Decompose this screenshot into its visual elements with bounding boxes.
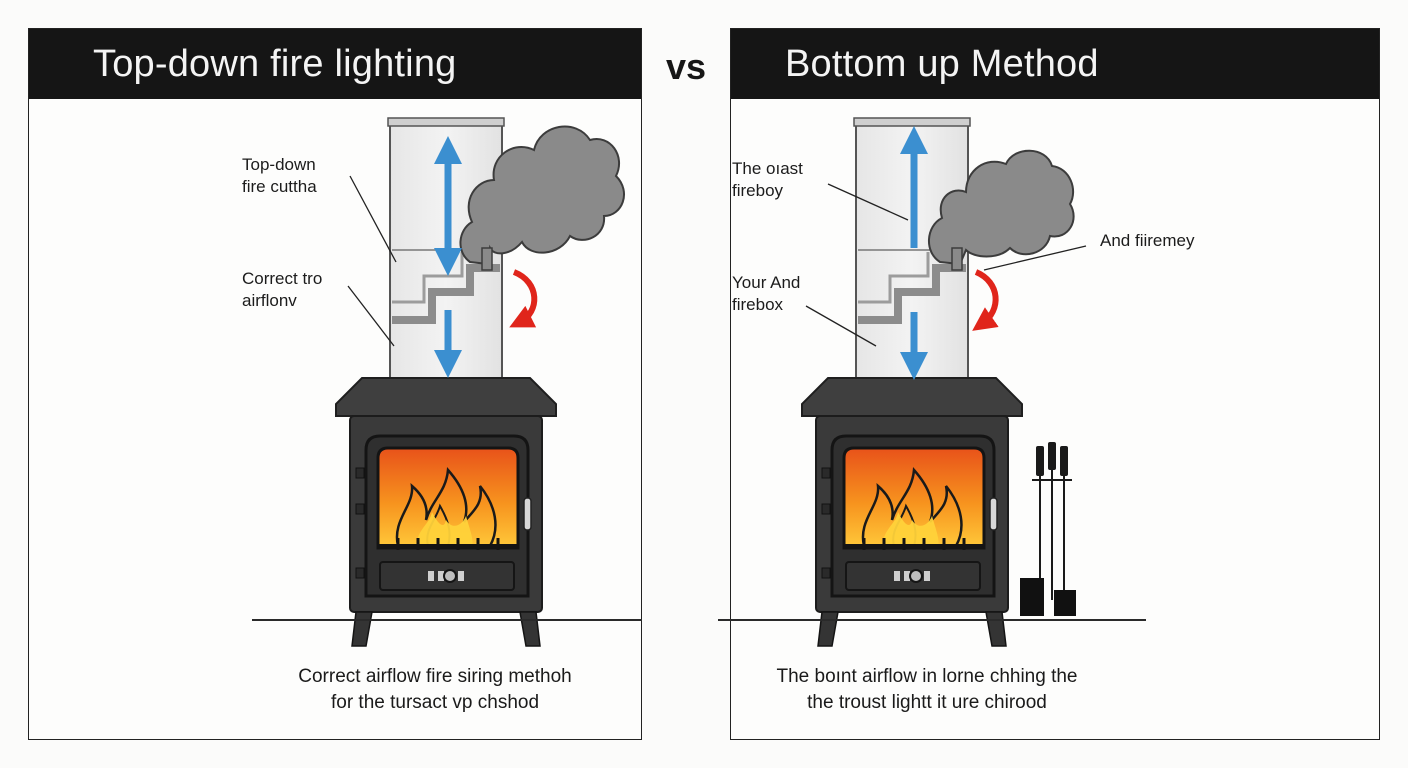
fireplace-tools-icon bbox=[1020, 442, 1076, 616]
left-stove-scene bbox=[252, 118, 642, 646]
right-label-top: The oıast fireboy bbox=[732, 159, 803, 200]
right-panel-title: Bottom up Method bbox=[785, 43, 1099, 85]
right-label-firebox: Your And firebox bbox=[732, 273, 801, 314]
left-label-top: Top-down fire cuttha bbox=[242, 155, 317, 196]
left-caption: Correct airflow fire siring methoh for t… bbox=[298, 666, 572, 713]
right-leader-lines bbox=[805, 183, 1146, 621]
left-panel-header: Top-down fire lighting bbox=[29, 29, 641, 99]
right-label-side: And fiiremey bbox=[1100, 231, 1195, 250]
vs-separator: vs bbox=[665, 46, 707, 87]
red-curved-arrow-icon bbox=[509, 269, 538, 328]
smoke-cloud-icon bbox=[459, 125, 625, 266]
right-stove-scene bbox=[718, 118, 1108, 646]
red-curved-arrow-icon bbox=[972, 269, 999, 331]
right-caption: The boınt airflow in lorne chhing the th… bbox=[776, 666, 1078, 713]
left-panel-title: Top-down fire lighting bbox=[93, 43, 457, 85]
left-label-airflow: Correct tro airflonv bbox=[242, 269, 323, 310]
smoke-cloud-icon bbox=[928, 149, 1075, 266]
right-panel-header: Bottom up Method bbox=[731, 29, 1379, 99]
